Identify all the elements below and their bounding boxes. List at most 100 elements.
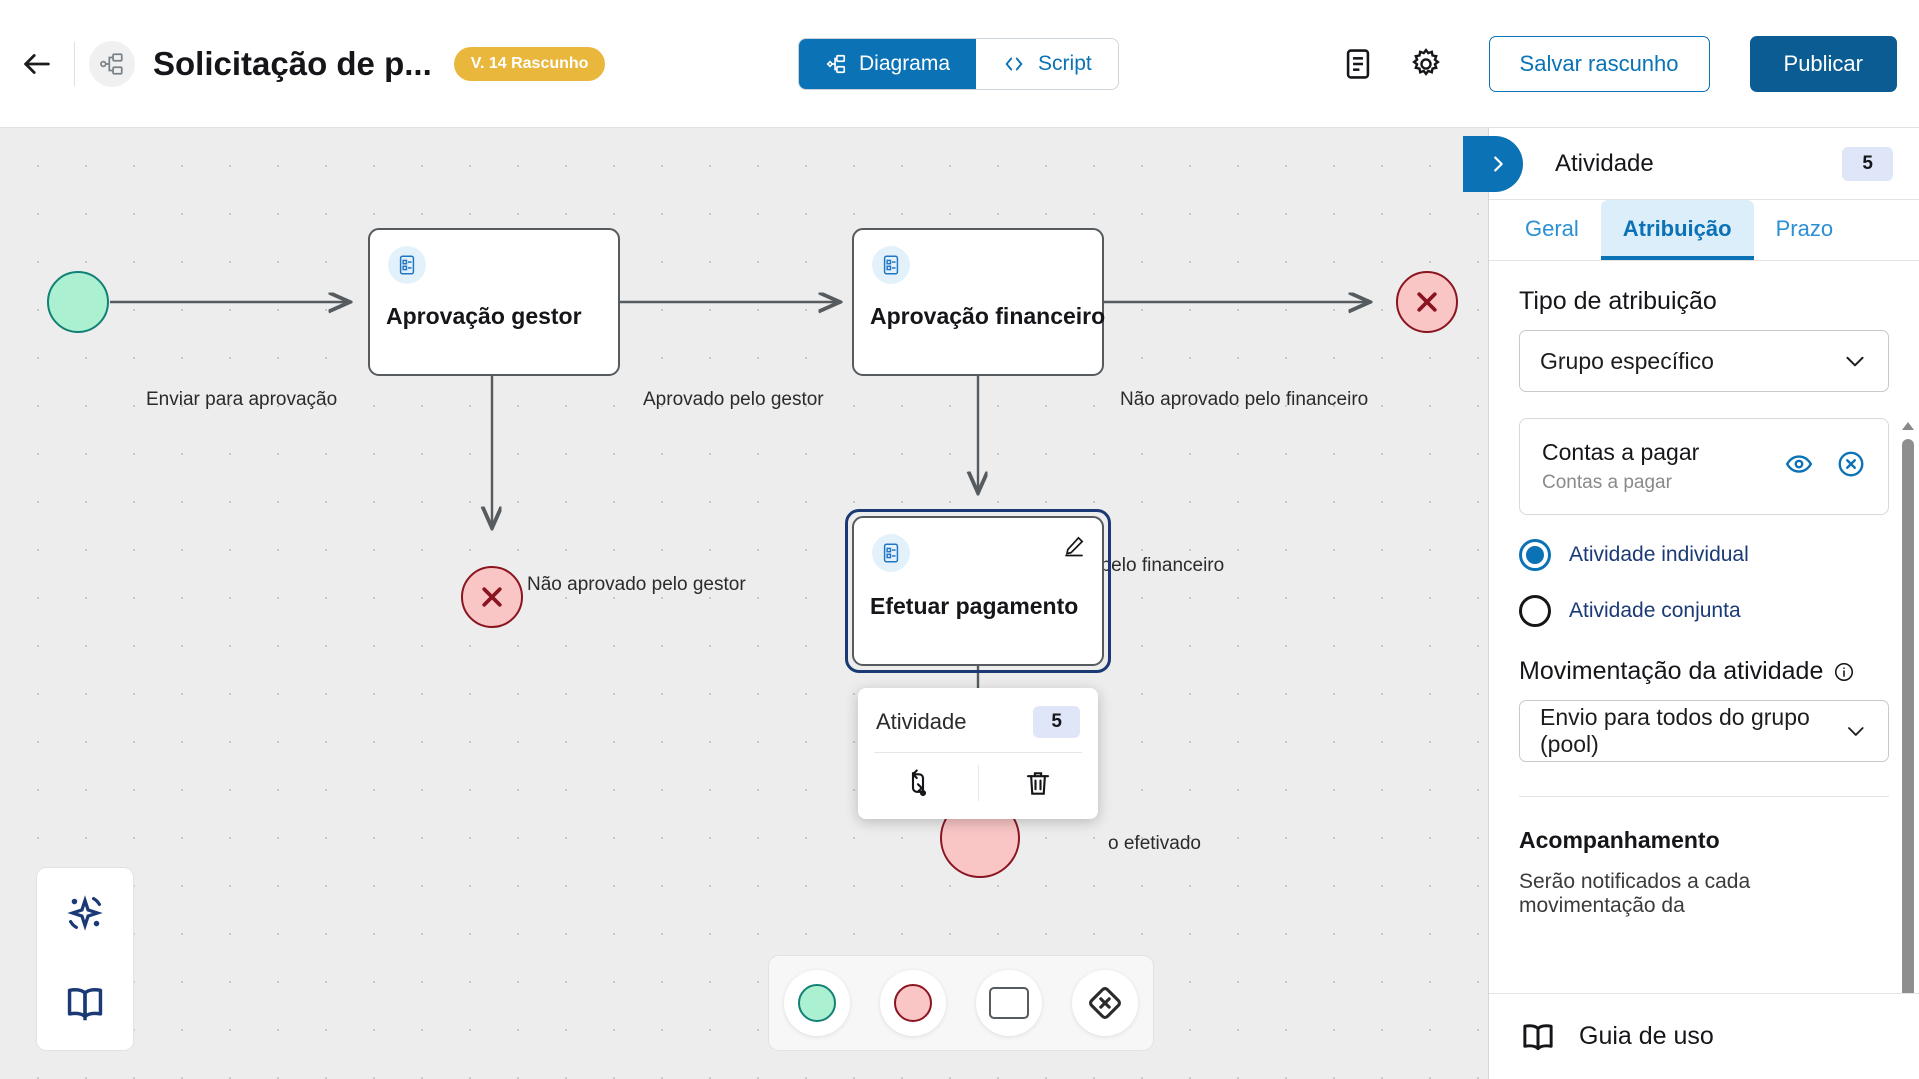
panel-content: Tipo de atribuição Grupo específico Cont… [1489,261,1919,993]
radio-atividade-conjunta[interactable]: Atividade conjunta [1519,595,1889,627]
form-checklist-icon [399,255,415,275]
caret-up-icon [1902,422,1914,430]
connect-flow-icon [911,769,926,797]
tracking-text: Serão notificados a cada movimentação da [1519,870,1751,917]
canvas-left-toolbar [36,867,134,1051]
selection-ring [845,509,1111,673]
task-node-efetuar-pagamento[interactable]: Efetuar pagamento [852,516,1104,666]
close-x-icon [482,587,502,607]
form-checklist-icon-wrap [872,534,910,572]
panel-tabs: Geral Atribuição Prazo [1489,200,1919,261]
chevron-down-icon [1846,356,1864,367]
document-icon [1346,49,1369,79]
palette-end-event[interactable] [880,970,946,1036]
assignee-info: Contas a pagar Contas a pagar [1542,439,1699,494]
process-diagram-icon [100,52,123,75]
radio-label-individual: Atividade individual [1569,543,1749,566]
diagram-canvas[interactable]: Enviar para aprovação Aprovado pelo gest… [0,128,1489,1079]
save-draft-button[interactable]: Salvar rascunho [1488,36,1710,92]
diagram-icon [826,54,846,74]
code-brackets-icon [1005,57,1023,71]
eye-icon [1785,455,1813,473]
close-x-icon [1417,292,1437,312]
assignee-name: Contas a pagar [1542,439,1700,465]
scroll-up-arrow[interactable] [1900,421,1916,431]
context-menu-title: Atividade [876,709,967,734]
movement-label-row: Movimentação da atividade [1519,657,1889,686]
assignee-actions [1784,449,1866,484]
close-circle-icon [1838,451,1864,477]
header-actions: Salvar rascunho Publicar [1335,0,1897,128]
panel-scrollbar[interactable] [1900,421,1916,993]
book-icon [67,988,103,1021]
edge-label-enviar: Enviar para aprovação [146,389,338,410]
assignee-card: Contas a pagar Contas a pagar [1519,418,1889,515]
scrollbar-track[interactable] [1902,439,1914,993]
collapse-panel-button[interactable] [1463,136,1523,192]
tab-diagrama[interactable]: Diagrama [799,39,977,89]
document-button[interactable] [1335,41,1381,87]
tracking-title: Acompanhamento [1519,827,1720,853]
back-button[interactable] [14,41,60,87]
tab-diagrama-label: Diagrama [859,52,951,75]
tab-script[interactable]: Script [976,39,1118,89]
edge-label-aprovado-gestor: Aprovado pelo gestor [643,389,824,410]
radio-indicator-individual [1519,539,1551,571]
assignment-type-label: Tipo de atribuição [1519,287,1717,315]
connect-action-button[interactable] [858,753,978,813]
start-event-node[interactable] [47,271,109,333]
tab-prazo[interactable]: Prazo [1775,216,1834,241]
palette-task[interactable] [976,970,1042,1036]
properties-panel: Atividade 5 Geral Atribuição Prazo Tipo … [1463,128,1919,1079]
palette-start-event[interactable] [784,970,850,1036]
end-circle-icon [894,984,932,1022]
end-event-node-reject-financeiro[interactable] [1396,271,1458,333]
panel-header: Atividade 5 [1463,128,1919,200]
task-rect-icon [989,987,1029,1019]
version-badge: V. 14 Rascunho [453,46,606,81]
gateway-diamond-icon [1089,987,1121,1019]
movement-select[interactable]: Envio para todos do grupo (pool) [1519,700,1889,762]
guide-book-button[interactable] [62,983,108,1028]
ai-assistant-button[interactable] [62,890,108,941]
settings-button[interactable] [1403,41,1449,87]
scrollbar-thumb[interactable] [1902,439,1914,993]
panel-count-badge: 5 [1842,146,1893,181]
view-assignee-button[interactable] [1784,449,1814,484]
tab-atribuicao[interactable]: Atribuição [1600,200,1754,260]
task-node-aprovacao-gestor[interactable]: Aprovação gestor [368,228,620,376]
form-checklist-icon [883,255,899,275]
tab-geral[interactable]: Geral [1525,216,1579,241]
header-divider [74,41,75,86]
edit-node-button[interactable] [1062,534,1086,563]
edge-label-nao-aprovado-gestor: Não aprovado pelo gestor [527,574,746,595]
task-label: Aprovação gestor [386,303,582,329]
context-menu-count: 5 [1033,706,1080,738]
shape-palette [768,955,1154,1051]
remove-assignee-button[interactable] [1836,449,1866,484]
end-event-node-reject-gestor[interactable] [461,566,523,628]
edge-label-pagamento-efetivado: o efetivado [1108,833,1201,854]
form-checklist-icon [883,543,899,563]
publish-button[interactable]: Publicar [1749,36,1897,92]
guide-label: Guia de uso [1579,1022,1714,1050]
context-menu-vertical-divider [977,765,979,801]
book-icon [1523,1023,1553,1050]
delete-action-button[interactable] [979,753,1099,813]
panel-title: Atividade [1555,149,1654,177]
form-checklist-icon-wrap [872,246,910,284]
assignment-type-select[interactable]: Grupo específico [1519,330,1889,392]
radio-label-conjunta: Atividade conjunta [1569,599,1741,622]
arrow-left-icon [24,53,50,74]
context-menu-divider [874,752,1082,753]
movement-label: Movimentação da atividade [1519,657,1824,685]
info-icon[interactable] [1833,661,1855,683]
assignee-subtitle: Contas a pagar [1542,472,1672,493]
palette-gateway[interactable] [1072,970,1138,1036]
chevron-right-icon [1494,156,1503,172]
chevron-down-icon [1848,727,1864,736]
task-node-aprovacao-financeiro[interactable]: Aprovação financeiro [852,228,1105,376]
radio-atividade-individual[interactable]: Atividade individual [1519,539,1889,571]
panel-footer[interactable]: Guia de uso [1489,993,1919,1079]
context-menu-actions [858,753,1098,813]
